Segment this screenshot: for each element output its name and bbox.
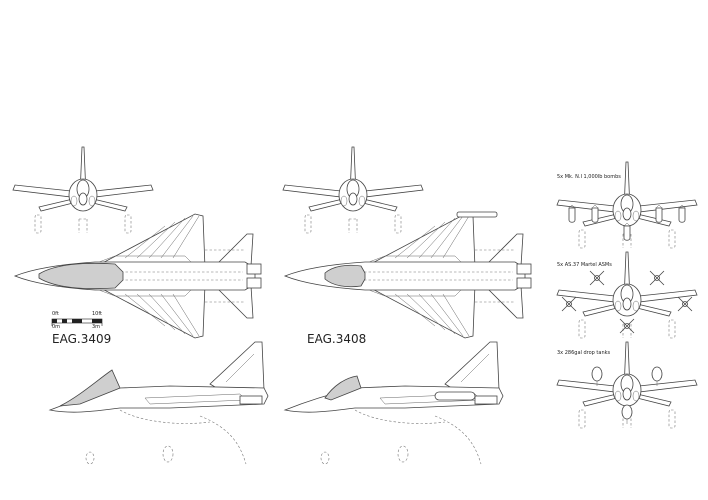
scale-m-end: 3m	[92, 324, 101, 330]
loadout-missiles-label: 5x AS.37 Martel ASMs	[557, 262, 612, 268]
scale-ft-end: 10ft	[92, 311, 102, 317]
bomb-store	[678, 204, 686, 223]
eag3409-front-view	[12, 146, 154, 234]
drop-tank-store	[621, 404, 633, 425]
eag3408-front-view	[282, 146, 424, 234]
scale-m-start: 0m	[52, 324, 61, 330]
loadout-tanks-label: 3x 286gal drop tanks	[557, 350, 611, 356]
eag3409-plan-view	[14, 213, 262, 339]
eag3409-side-view	[49, 341, 269, 465]
scale-ft-start: 0ft	[52, 311, 59, 317]
missile-store	[589, 270, 605, 286]
missile-store	[619, 318, 635, 334]
drop-tank-store	[651, 366, 663, 387]
designation-eag3408: EAG.3408	[307, 332, 367, 346]
designation-eag3409: EAG.3409	[52, 332, 112, 346]
missile-store	[561, 296, 577, 312]
scale-bar	[51, 318, 103, 326]
missile-store	[649, 270, 665, 286]
bomb-store	[568, 204, 576, 223]
loadout-bombs-label: 5x Mk. N.I 1,000lb bombs	[557, 174, 621, 180]
eag3408-side-view	[284, 341, 504, 465]
missile-store	[677, 296, 693, 312]
drop-tank-store	[591, 366, 603, 387]
eag3408-plan-view	[284, 211, 532, 339]
